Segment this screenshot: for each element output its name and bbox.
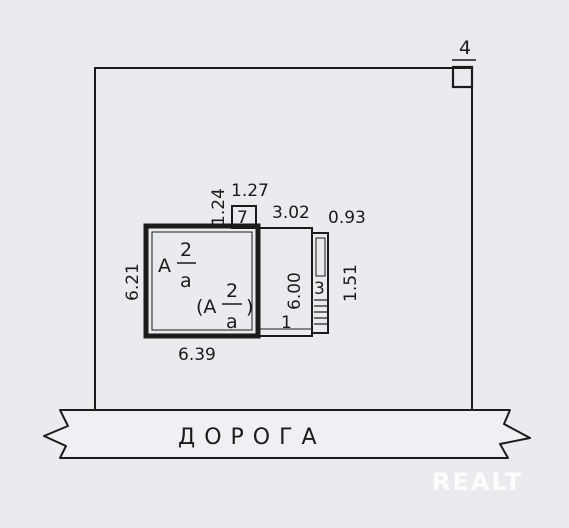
road-band (43, 409, 531, 459)
svg-text:): ) (246, 296, 253, 318)
side-annex-steps (314, 299, 327, 325)
extension-label: (А 2 а ) (196, 280, 253, 333)
side-annex-number: 3 (314, 279, 325, 299)
porch-outline (231, 205, 257, 229)
extension-width: 3.02 (272, 203, 310, 223)
extension-mark: 1 (281, 313, 292, 333)
corner-marker-number: 4 (459, 37, 471, 59)
extension-depth: 6.00 (285, 272, 305, 310)
corner-marker-box (451, 65, 474, 89)
svg-text:а: а (180, 270, 192, 292)
plot-boundary (94, 67, 473, 410)
svg-text:2: 2 (226, 280, 238, 302)
main-house-inner (151, 231, 253, 331)
side-annex-inner (315, 237, 326, 277)
porch-number: 7 (237, 208, 248, 228)
main-house-depth: 6.21 (123, 263, 143, 301)
main-house-label: А 2 а (158, 239, 196, 292)
svg-text:А: А (158, 255, 171, 277)
porch-width: 1.27 (231, 181, 269, 201)
svg-text:2: 2 (180, 239, 192, 261)
side-annex-outline (311, 232, 329, 334)
side-annex-length: 1.51 (341, 264, 361, 302)
porch-depth: 1.24 (209, 188, 229, 226)
svg-text:(А: (А (196, 296, 216, 318)
main-house-width: 6.39 (178, 345, 216, 365)
main-house-outline (143, 223, 261, 339)
side-annex-width: 0.93 (328, 208, 366, 228)
realt-watermark: REALT (432, 468, 523, 496)
svg-text:а: а (226, 311, 238, 333)
road-label: ДОРОГА (178, 425, 326, 450)
